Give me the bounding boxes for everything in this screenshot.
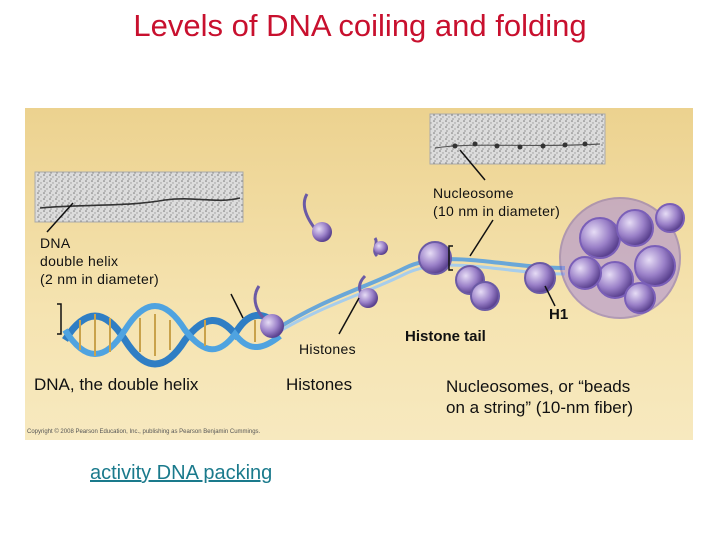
label-dna-double-helix: DNA double helix (2 nm in diameter) [40,234,159,288]
copyright-notice: Copyright © 2008 Pearson Education, Inc.… [27,429,260,435]
label-nucleosome: Nucleosome (10 nm in diameter) [433,184,560,220]
diagram-panel: Nucleosome (10 nm in diameter) DNA doubl… [25,108,693,440]
activity-link[interactable]: activity DNA packing [90,462,272,485]
histone-proteins [255,194,388,338]
page-title: Levels of DNA coiling and folding [0,8,720,44]
folded-fiber [560,198,684,318]
caption-nucleosomes: Nucleosomes, or “beads on a string” (10-… [446,376,633,418]
caption-dna: DNA, the double helix [34,374,198,395]
label-histones-small: Histones [299,340,356,358]
label-h1: H1 [549,306,568,323]
micrograph-dna [35,172,243,222]
caption-histones: Histones [286,374,352,395]
micrograph-nucleosome [430,114,605,164]
nucleosome-beads [419,242,555,310]
label-histone-tail: Histone tail [405,328,486,345]
